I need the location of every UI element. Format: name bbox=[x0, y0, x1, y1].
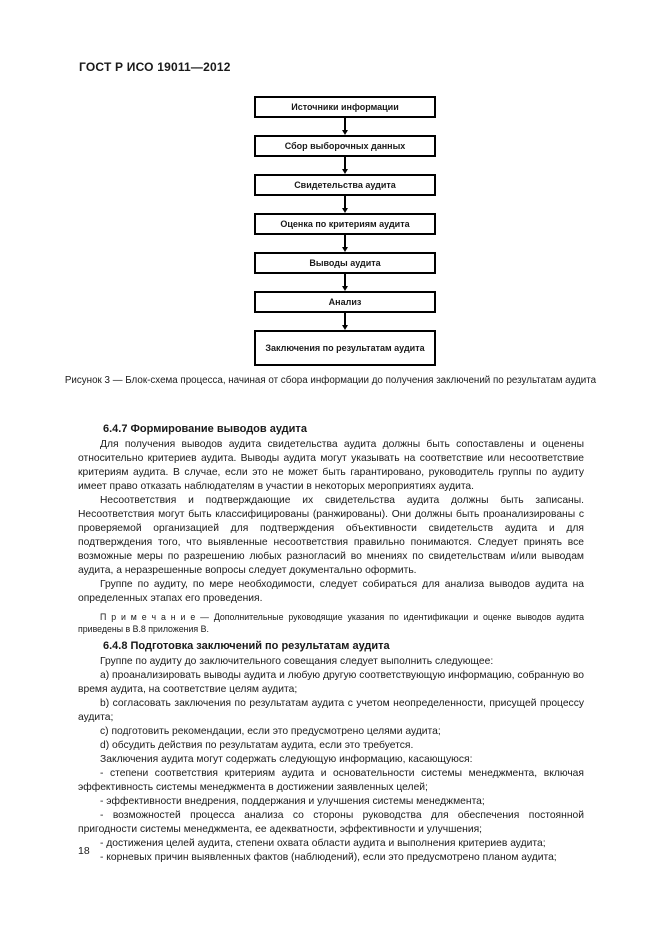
flow-box-sampling: Сбор выборочных данных bbox=[254, 135, 436, 157]
list-item-dash: - степени соответствия критериям аудита … bbox=[78, 768, 584, 793]
arrow-down-icon bbox=[254, 313, 436, 330]
list-item-lettered: c) подготовить рекомендации, если это пр… bbox=[100, 726, 441, 737]
arrow-down-icon bbox=[254, 118, 436, 135]
flow-box-sources: Источники информации bbox=[254, 96, 436, 118]
arrow-down-icon bbox=[254, 235, 436, 252]
list-item-dash: - достижения целей аудита, степени охват… bbox=[100, 838, 546, 849]
body-text: 6.4.7 Формирование выводов аудита Для по… bbox=[78, 418, 584, 865]
paragraph: Заключения аудита могут содержать следую… bbox=[100, 754, 473, 765]
paragraph: Для получения выводов аудита свидетельст… bbox=[78, 439, 584, 492]
list-item-dash: - эффективности внедрения, поддержания и… bbox=[100, 796, 485, 807]
paragraph: Группе по аудиту, по мере необходимости,… bbox=[78, 579, 584, 604]
paragraph: Группе по аудиту до заключительного сове… bbox=[100, 656, 494, 667]
list-item-dash: - корневых причин выявленных фактов (наб… bbox=[100, 852, 557, 863]
list-item-lettered: a) проанализировать выводы аудита и любу… bbox=[78, 670, 584, 695]
page-number: 18 bbox=[78, 845, 90, 857]
list-item-dash: - возможностей процесса анализа со сторо… bbox=[78, 810, 584, 835]
arrow-down-icon bbox=[254, 274, 436, 291]
flow-box-evidence: Свидетельства аудита bbox=[254, 174, 436, 196]
flow-box-analysis: Анализ bbox=[254, 291, 436, 313]
section-heading-648: 6.4.8 Подготовка заключений по результат… bbox=[103, 640, 390, 652]
flow-box-conclusions: Заключения по результатам аудита bbox=[254, 330, 436, 366]
section-heading-647: 6.4.7 Формирование выводов аудита bbox=[103, 423, 307, 435]
note-paragraph: П р и м е ч а н и е — Дополнительные рук… bbox=[78, 612, 584, 634]
list-item-lettered: b) согласовать заключения по результатам… bbox=[78, 698, 584, 723]
flow-box-evaluation: Оценка по критериям аудита bbox=[254, 213, 436, 235]
figure-caption: Рисунок 3 — Блок-схема процесса, начиная… bbox=[64, 375, 597, 386]
document-header: ГОСТ Р ИСО 19011—2012 bbox=[79, 60, 231, 74]
arrow-down-icon bbox=[254, 157, 436, 174]
list-item-lettered: d) обсудить действия по результатам ауди… bbox=[100, 740, 414, 751]
flow-box-findings: Выводы аудита bbox=[254, 252, 436, 274]
flowchart: Источники информации Сбор выборочных дан… bbox=[254, 96, 436, 366]
paragraph: Несоответствия и подтверждающие их свиде… bbox=[78, 495, 584, 576]
arrow-down-icon bbox=[254, 196, 436, 213]
